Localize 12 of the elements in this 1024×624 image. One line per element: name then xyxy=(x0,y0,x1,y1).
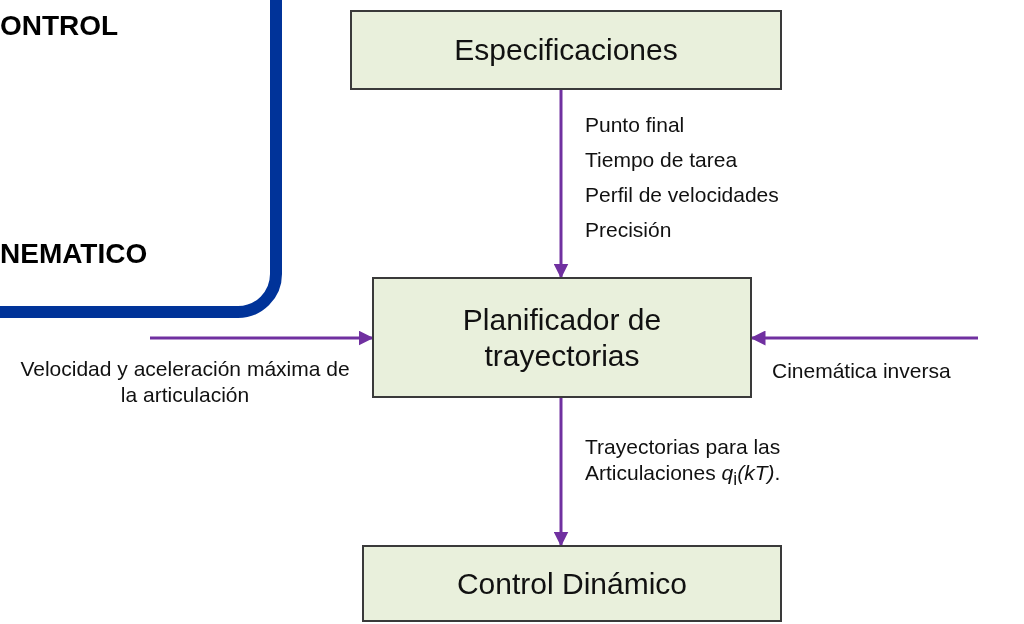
process-box xyxy=(362,545,782,622)
box-label: Especificaciones xyxy=(454,32,678,68)
box-label: Control Dinámico xyxy=(456,565,688,602)
process-box xyxy=(372,277,752,398)
rounded-panel xyxy=(0,0,282,318)
arrow xyxy=(553,90,569,279)
arrow xyxy=(553,398,569,547)
panel-heading: NEMATICO xyxy=(0,238,148,270)
panel-heading: ONTROL xyxy=(0,10,119,42)
box-label: Planificador de trayectorias xyxy=(461,301,663,374)
process-box xyxy=(350,10,782,90)
arrow xyxy=(150,330,374,346)
